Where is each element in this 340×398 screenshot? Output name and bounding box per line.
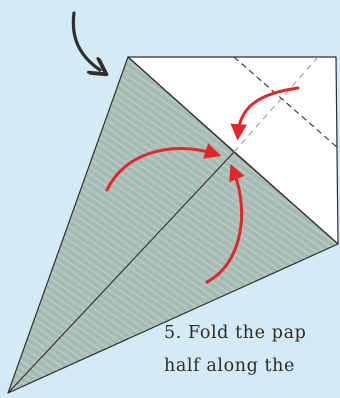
- instruction-text: 5. Fold the pap half along the: [164, 317, 340, 383]
- center-fold-line: [7, 151, 235, 394]
- fold-arrow-icon: [105, 143, 222, 192]
- curved-arrow-icon: [71, 11, 100, 70]
- fold-arrow-icon: [230, 86, 300, 141]
- fold-guide-line: [233, 56, 339, 149]
- instruction-line-1: 5. Fold the pap: [164, 323, 307, 343]
- diagonal-crease: [127, 56, 339, 245]
- fold-arrow-icon: [205, 163, 245, 284]
- instruction-line-2: half along the: [164, 356, 296, 376]
